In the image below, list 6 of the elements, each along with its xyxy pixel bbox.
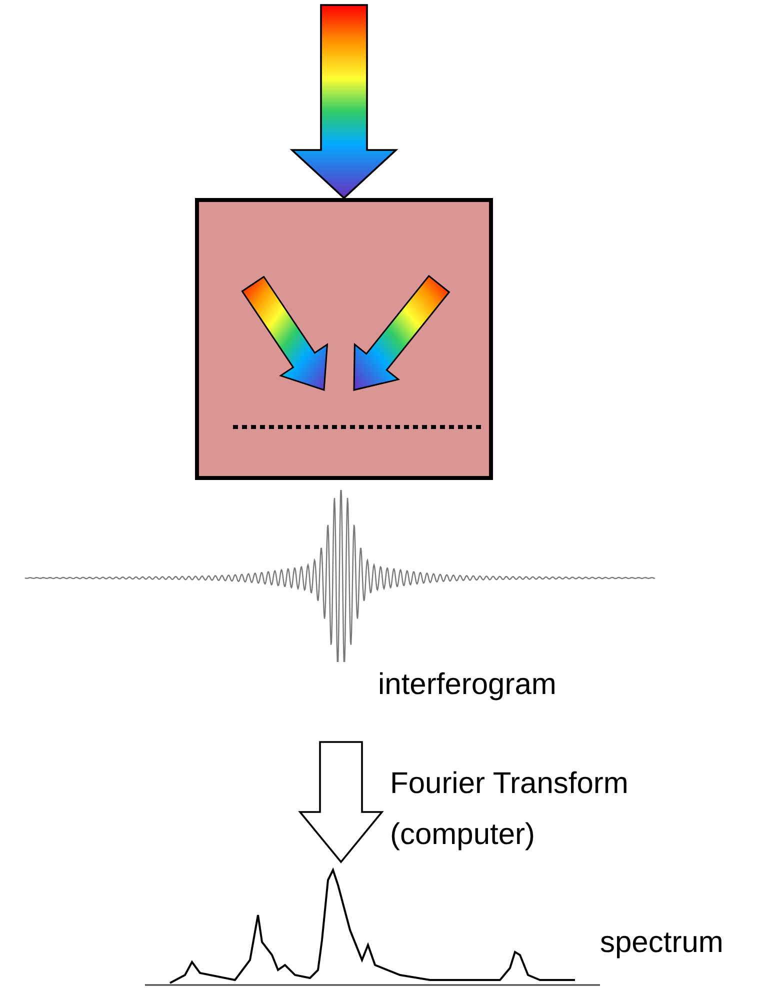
arrow xyxy=(290,4,398,200)
interferometer-box xyxy=(195,198,493,480)
arrow xyxy=(298,741,384,864)
node-label: spectrum xyxy=(600,926,724,960)
node-label: interferogram xyxy=(378,668,556,702)
edge-label: Fourier Transform (computer) xyxy=(390,766,630,853)
